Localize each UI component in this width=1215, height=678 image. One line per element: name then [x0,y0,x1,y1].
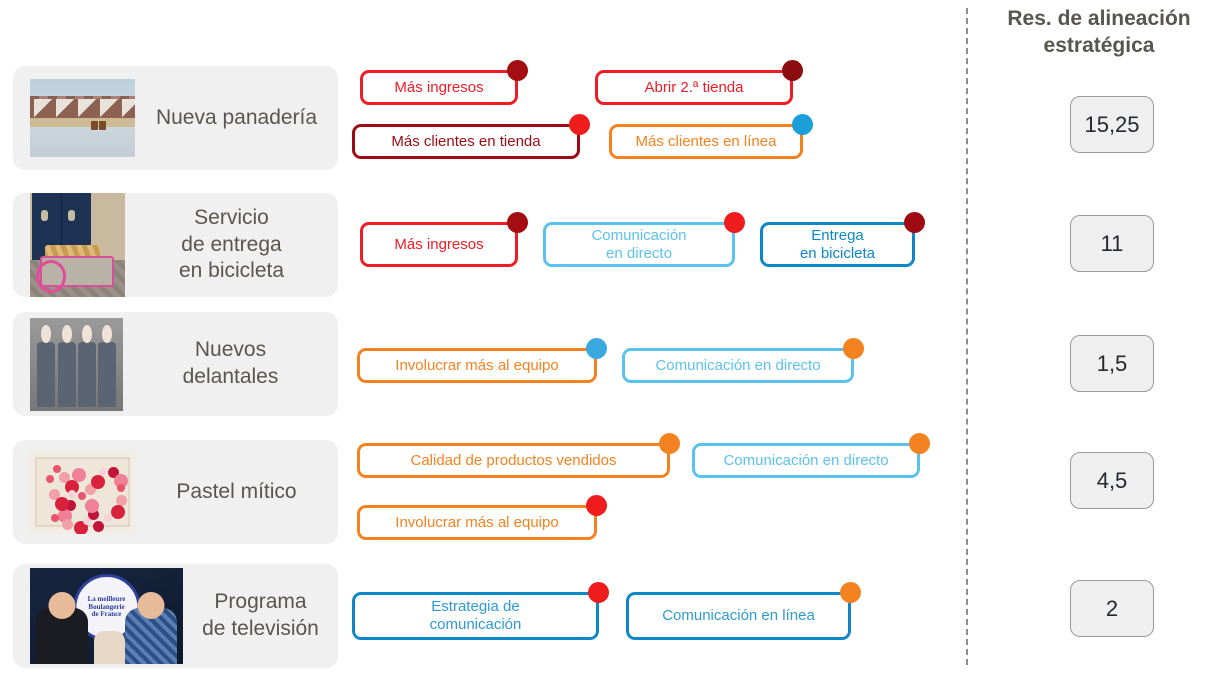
objective-tag-label: Calidad de productos vendidos [410,451,617,469]
score-value: 2 [1105,595,1119,621]
objective-tag-label: Involucrar más al equipo [395,513,559,531]
objective-tag[interactable]: Más clientes en tienda [352,114,590,159]
strategic-alignment-score: 1,5 [1070,335,1154,392]
objective-tag-status-dot[interactable] [843,338,864,359]
objective-tag[interactable]: Comunicación en línea [626,582,861,640]
objective-tag-status-dot[interactable] [586,338,607,359]
objective-tag[interactable]: Involucrar más al equipo [357,495,607,540]
objective-tag-status-dot[interactable] [724,212,745,233]
objective-tag-label: Estrategia de comunicación [429,598,522,633]
row-thumbnail-anniversary-cake-30-photo [30,450,135,534]
objective-tag-label: Más ingresos [394,235,484,253]
objective-tag-label: Involucrar más al equipo [395,356,559,374]
objective-tag-status-dot[interactable] [840,582,861,603]
objective-tag-status-dot[interactable] [507,212,528,233]
objective-tag-status-dot[interactable] [909,433,930,454]
objective-tag-status-dot[interactable] [507,60,528,81]
objective-tag[interactable]: Comunicación en directo [622,338,864,383]
objective-tag[interactable]: Más clientes en línea [609,114,813,159]
objective-tag-label: Comunicación en línea [662,607,815,625]
objective-tag[interactable]: Abrir 2.ª tienda [595,60,803,105]
score-column-header: Res. de alineación estratégica [1007,7,1191,57]
objective-tag-label: Comunicación en directo [723,451,889,469]
objective-tag[interactable]: Más ingresos [360,60,528,105]
objective-tag-status-dot[interactable] [586,495,607,516]
objective-tag-status-dot[interactable] [782,60,803,81]
project-row-label: Programa de televisión [202,590,319,640]
project-row[interactable]: Pastel mítico [13,440,338,544]
project-row-label: Pastel mítico [176,479,297,503]
objective-tag-label: Comunicación en directo [591,226,687,262]
objective-tag-status-dot[interactable] [588,582,609,603]
project-row[interactable]: Servicio de entrega en bicicleta [13,193,338,297]
objective-tag[interactable]: Entrega en bicicleta [760,212,925,267]
row-thumbnail-bakery-door-bike-cart-photo [30,193,125,297]
objective-tag-status-dot[interactable] [904,212,925,233]
score-value: 15,25 [1084,111,1140,137]
objective-tag-label: Comunicación en directo [655,356,821,374]
strategic-alignment-score: 4,5 [1070,452,1154,509]
project-row-label: Nuevos delantales [182,338,279,388]
objective-tag-label: Más ingresos [394,78,484,96]
objective-tag-label: Abrir 2.ª tienda [644,78,744,96]
objective-tag-status-dot[interactable] [659,433,680,454]
vertical-dashed-divider [966,8,968,665]
objective-tag[interactable]: Involucrar más al equipo [357,338,607,383]
objective-tag[interactable]: Más ingresos [360,212,528,267]
score-value: 4,5 [1096,467,1128,493]
objective-tag[interactable]: Comunicación en directo [543,212,745,267]
objective-tag[interactable]: Comunicación en directo [692,433,930,478]
objective-tag-label: Más clientes en línea [635,132,777,150]
objective-tag-status-dot[interactable] [569,114,590,135]
objective-tag-label: Entrega en bicicleta [799,226,876,262]
score-value: 11 [1100,230,1124,256]
strategic-alignment-score: 2 [1070,580,1154,637]
project-row-label: Servicio de entrega en bicicleta [178,205,285,283]
objective-tag[interactable]: Estrategia de comunicación [352,582,609,640]
project-row-label: Nueva panadería [155,105,318,129]
objective-tag[interactable]: Calidad de productos vendidos [357,433,680,478]
objective-tag-label: Más clientes en tienda [391,132,541,150]
project-row[interactable]: Nuevos delantales [13,312,338,416]
score-value: 1,5 [1096,350,1128,376]
objective-tag-status-dot[interactable] [792,114,813,135]
project-row[interactable]: Nueva panadería [13,66,338,170]
row-thumbnail-beach-houses-photo [30,79,135,157]
row-thumbnail-staff-aprons-photo [30,317,123,411]
strategic-alignment-score: 15,25 [1070,96,1154,153]
strategic-alignment-score: 11 [1070,215,1154,272]
